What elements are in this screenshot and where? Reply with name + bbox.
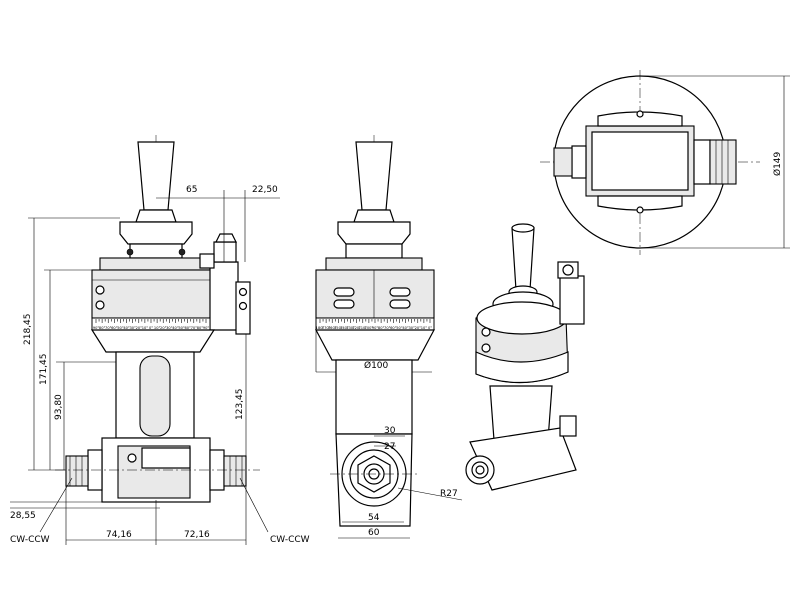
scale-label: 0° xyxy=(428,326,432,330)
scale-label: 90° xyxy=(93,326,100,330)
scale-label: 60° xyxy=(184,326,191,330)
label-cw-ccw-right: CW-CCW xyxy=(270,535,310,545)
dim-123-45: 123,45 xyxy=(235,389,245,421)
scale-label: 0° xyxy=(149,326,153,330)
scale-label: 20° xyxy=(136,326,143,330)
scale-label: 130° xyxy=(346,326,355,330)
dim-22-50: 22,50 xyxy=(252,185,278,195)
scale-label: 80° xyxy=(378,326,385,330)
dim-r27: R27 xyxy=(440,489,458,499)
dim-72-16: 72,16 xyxy=(184,530,210,540)
scale-label: 20° xyxy=(415,326,422,330)
scale-label: 50° xyxy=(117,326,124,330)
scale-label: 10° xyxy=(421,326,428,330)
scale-label: 150° xyxy=(334,326,343,330)
dim-149: Ø149 xyxy=(772,151,783,176)
dim-27: 27 xyxy=(384,442,395,452)
dim-60: 60 xyxy=(368,528,380,538)
scale-label: 50° xyxy=(178,326,185,330)
scale-label: 70° xyxy=(384,326,391,330)
scale-label: 90° xyxy=(203,326,210,330)
scale-label: 180° xyxy=(316,326,325,330)
dim-218-45: 218,45 xyxy=(23,314,33,346)
dim-74-16: 74,16 xyxy=(106,530,132,540)
scale-label: 30° xyxy=(166,326,173,330)
scale-label: 30° xyxy=(129,326,136,330)
scale-label: 30° xyxy=(408,326,415,330)
scale-label: 80° xyxy=(99,326,106,330)
dim-54: 54 xyxy=(368,513,380,523)
scale-label: 10° xyxy=(154,326,161,330)
scale-label: 50° xyxy=(396,326,403,330)
dim-93-80: 93,80 xyxy=(54,394,64,420)
dim-65: 65 xyxy=(186,185,197,195)
dim-171-45: 171,45 xyxy=(39,354,49,386)
label-cw-ccw-left: CW-CCW xyxy=(10,535,50,545)
scale-label: 10° xyxy=(142,326,149,330)
scale-label: 120° xyxy=(352,326,361,330)
isometric-view xyxy=(465,223,585,491)
scale-label: 90° xyxy=(372,326,379,330)
scale-label: 70° xyxy=(105,326,112,330)
scale-label: 170° xyxy=(322,326,331,330)
scale-label: 60° xyxy=(390,326,397,330)
dim-30: 30 xyxy=(384,426,396,436)
top-view: Ø149 xyxy=(540,70,790,255)
dim-28-55: 28,55 xyxy=(10,511,36,521)
scale-label: 20° xyxy=(160,326,167,330)
scale-label: 80° xyxy=(197,326,204,330)
angle-scale-front: 90°80°70°60°50°40°30°20°10°0°10°20°30°40… xyxy=(93,319,210,330)
scale-label: 60° xyxy=(111,326,118,330)
angle-scale-side: 180°170°160°150°140°130°120°110°100°90°8… xyxy=(316,319,432,330)
scale-label: 110° xyxy=(358,326,367,330)
scale-label: 140° xyxy=(340,326,349,330)
scale-label: 160° xyxy=(328,326,337,330)
dim-100: Ø100 xyxy=(364,360,389,371)
scale-label: 40° xyxy=(172,326,179,330)
scale-label: 70° xyxy=(191,326,198,330)
side-view: 180°170°160°150°140°130°120°110°100°90°8… xyxy=(315,135,463,539)
scale-label: 100° xyxy=(365,326,374,330)
front-view: 90°80°70°60°50°40°30°20°10°0°10°20°30°40… xyxy=(10,135,310,545)
scale-label: 40° xyxy=(402,326,409,330)
scale-label: 40° xyxy=(123,326,130,330)
